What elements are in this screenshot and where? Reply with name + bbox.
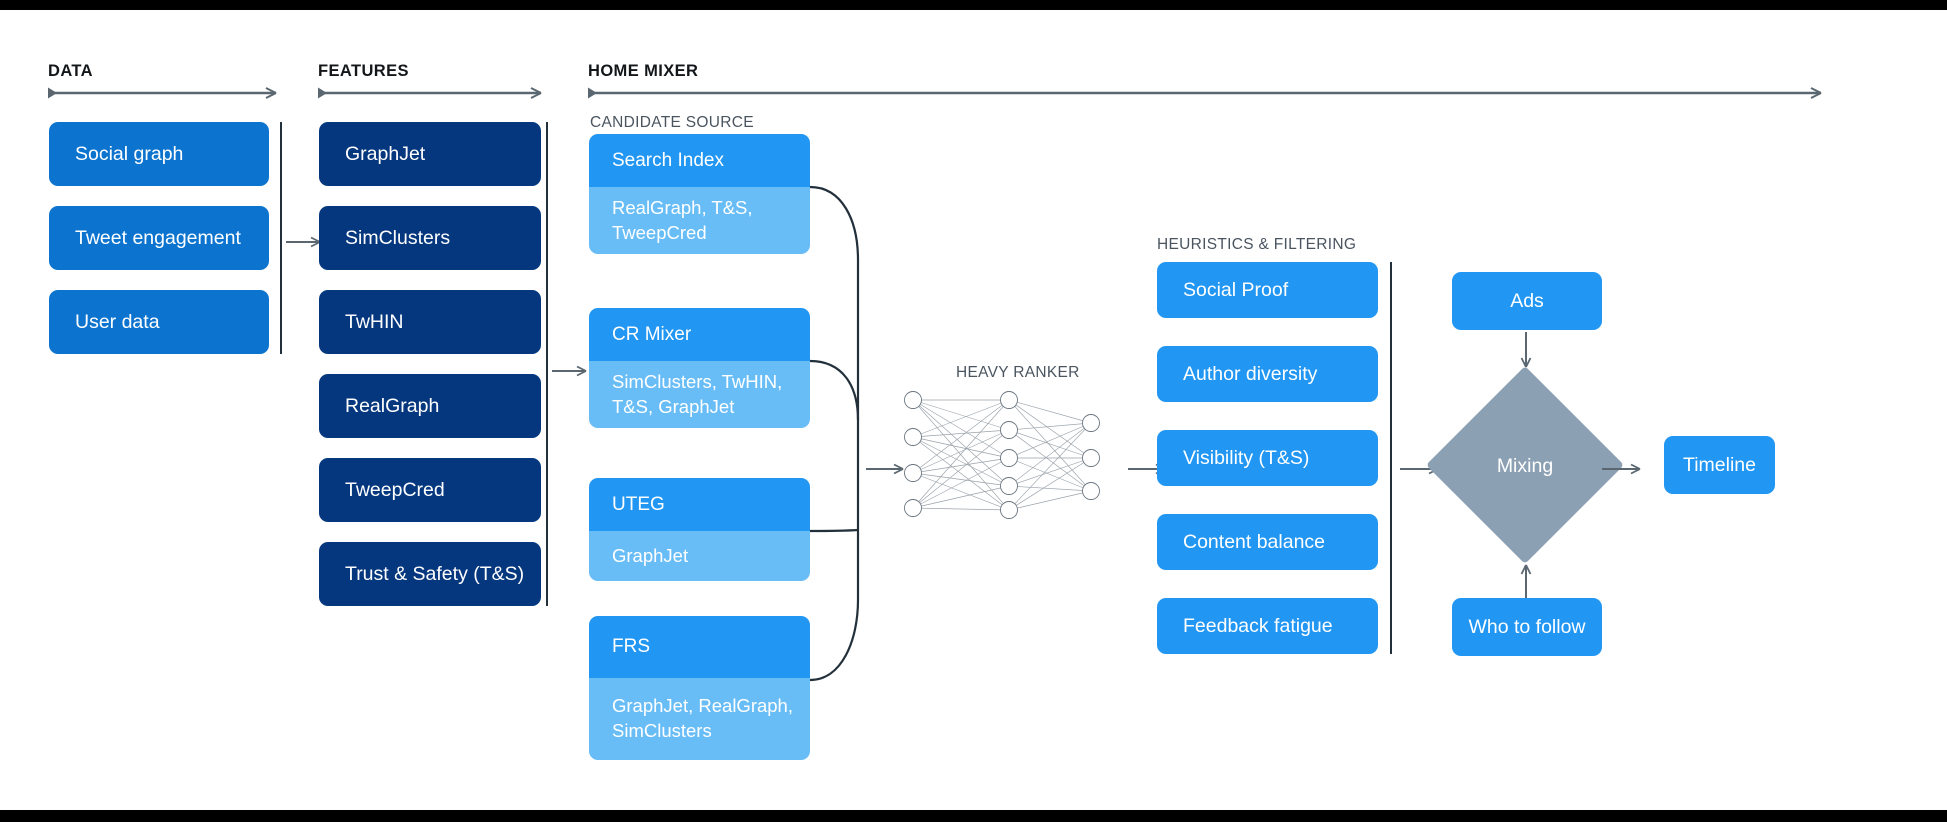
- heuristic-box-content-balance[interactable]: Content balance: [1157, 514, 1378, 570]
- divider-features-home-mixer: [546, 122, 548, 606]
- candidate-source-card-frs[interactable]: FRS GraphJet, RealGraph, SimClusters: [589, 616, 810, 760]
- section-title-home-mixer: HOME MIXER: [588, 62, 699, 80]
- output-box-timeline[interactable]: Timeline: [1664, 436, 1775, 494]
- section-arrow-data: [48, 87, 277, 99]
- connector-data-to-features: [286, 236, 321, 248]
- connector-features-to-candidate-source: [552, 365, 587, 377]
- candidate-source-card-uteg[interactable]: UTEG GraphJet: [589, 478, 810, 581]
- subsection-title-heavy-ranker: HEAVY RANKER: [956, 364, 1080, 381]
- section-arrow-home-mixer: [588, 87, 1822, 99]
- candidate-source-features-frs: GraphJet, RealGraph, SimClusters: [589, 678, 810, 760]
- feature-box-simclusters[interactable]: SimClusters: [319, 206, 541, 270]
- feature-box-graphjet[interactable]: GraphJet: [319, 122, 541, 186]
- output-box-who-to-follow[interactable]: Who to follow: [1452, 598, 1602, 656]
- candidate-source-features-search-index: RealGraph, T&S, TweepCred: [589, 187, 810, 254]
- connector-ads-to-mixing: [1520, 332, 1532, 368]
- heavy-ranker-neural-network: [904, 391, 1100, 519]
- feature-box-tweepcred[interactable]: TweepCred: [319, 458, 541, 522]
- connector-mixing-to-timeline: [1602, 463, 1641, 475]
- candidate-source-name-search-index: Search Index: [589, 134, 810, 187]
- data-box-tweet-engagement[interactable]: Tweet engagement: [49, 206, 269, 270]
- mixing-label: Mixing: [1496, 455, 1554, 477]
- heuristic-box-feedback-fatigue[interactable]: Feedback fatigue: [1157, 598, 1378, 654]
- subsection-title-candidate-source: CANDIDATE SOURCE: [590, 114, 754, 131]
- section-title-features: FEATURES: [318, 62, 409, 80]
- connector-who-to-follow-to-mixing: [1520, 564, 1532, 600]
- candidate-source-name-cr-mixer: CR Mixer: [589, 308, 810, 361]
- candidate-source-card-search-index[interactable]: Search Index RealGraph, T&S, TweepCred: [589, 134, 810, 254]
- heuristic-box-author-diversity[interactable]: Author diversity: [1157, 346, 1378, 402]
- candidate-source-name-uteg: UTEG: [589, 478, 810, 531]
- candidate-source-features-uteg: GraphJet: [589, 531, 810, 581]
- diagram-canvas: DATA FEATURES HOME MIXER CANDIDATE SOURC…: [0, 10, 1947, 810]
- candidate-source-card-cr-mixer[interactable]: CR Mixer SimClusters, TwHIN, T&S, GraphJ…: [589, 308, 810, 428]
- section-title-data: DATA: [48, 62, 93, 80]
- heuristic-box-visibility[interactable]: Visibility (T&S): [1157, 430, 1378, 486]
- data-box-user-data[interactable]: User data: [49, 290, 269, 354]
- data-box-social-graph[interactable]: Social graph: [49, 122, 269, 186]
- divider-data-features: [280, 122, 282, 354]
- feature-box-realgraph[interactable]: RealGraph: [319, 374, 541, 438]
- section-arrow-features: [318, 87, 542, 99]
- feature-box-trust-safety[interactable]: Trust & Safety (T&S): [319, 542, 541, 606]
- heuristic-box-social-proof[interactable]: Social Proof: [1157, 262, 1378, 318]
- connector-candidate-sources-bus: [809, 185, 860, 682]
- output-box-ads[interactable]: Ads: [1452, 272, 1602, 330]
- subsection-title-heuristics: HEURISTICS & FILTERING: [1157, 236, 1357, 253]
- feature-box-twhin[interactable]: TwHIN: [319, 290, 541, 354]
- candidate-source-name-frs: FRS: [589, 616, 810, 678]
- divider-heuristics-mixing: [1390, 262, 1392, 654]
- candidate-source-features-cr-mixer: SimClusters, TwHIN, T&S, GraphJet: [589, 361, 810, 428]
- connector-bus-to-heavy-ranker: [866, 463, 904, 475]
